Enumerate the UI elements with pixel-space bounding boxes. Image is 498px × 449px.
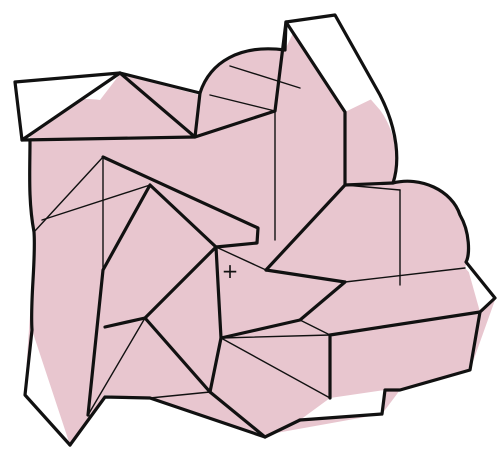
center-mark: + <box>222 259 239 283</box>
